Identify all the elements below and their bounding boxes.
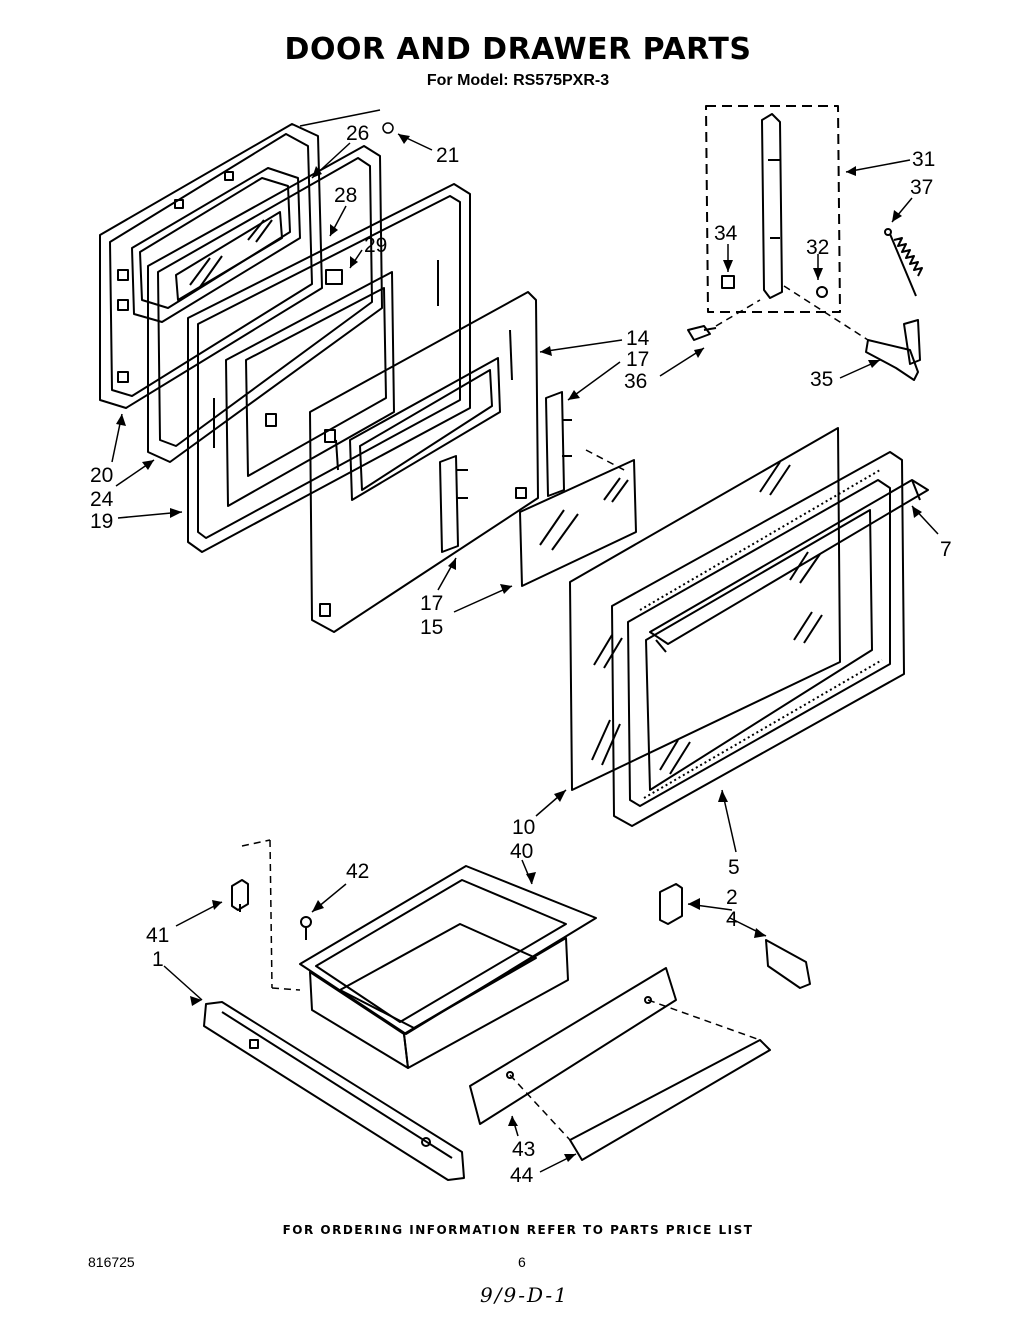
callout-24: 24 — [90, 488, 114, 511]
callout-34: 34 — [714, 222, 738, 245]
callout-arrowheads — [116, 134, 922, 1162]
handwritten-code: 9/9-D-1 — [480, 1283, 569, 1307]
callout-29: 29 — [364, 234, 387, 257]
callout-2: 2 — [726, 886, 738, 909]
small-window-glass-part — [519, 459, 637, 587]
door-handle-part — [649, 479, 929, 653]
drawer-pan-part — [299, 865, 597, 1069]
assembly-guide-lines — [241, 285, 869, 1141]
callout-4: 4 — [726, 908, 738, 931]
document-number: 816725 — [88, 1254, 135, 1270]
hinge-spring-part — [884, 228, 923, 297]
callout-20: 20 — [90, 464, 113, 487]
outer-door-panel-part — [99, 123, 323, 409]
callout-7: 7 — [940, 538, 952, 561]
callout-42: 42 — [346, 860, 369, 883]
callout-14: 14 — [626, 327, 650, 350]
callout-26: 26 — [346, 122, 369, 145]
rail-clip-part — [231, 879, 249, 912]
callout-40: 40 — [510, 840, 533, 863]
hinge-assembly-box — [705, 105, 841, 313]
model-subtitle: For Model: RS575PXR-3 — [426, 72, 610, 89]
callout-43: 43 — [512, 1138, 535, 1161]
drawer-glide-part — [659, 883, 811, 989]
outer-door-frame-part — [611, 451, 905, 827]
washer-part-21 — [382, 122, 394, 134]
door-window-frame-part — [131, 167, 301, 323]
callout-32: 32 — [806, 236, 829, 259]
drawer-handle-part — [569, 1039, 771, 1161]
drawer-front-panel-part — [469, 967, 677, 1125]
callout-17-upper: 17 — [626, 348, 649, 371]
outer-door-glass-part — [569, 427, 841, 791]
callout-15: 15 — [420, 616, 443, 639]
page-title: DOOR AND DRAWER PARTS — [284, 32, 752, 67]
hinge-screw-part — [687, 325, 717, 341]
hinge-receiver-part — [865, 319, 921, 381]
callout-5: 5 — [728, 856, 740, 879]
glass-retainer-bracket-part — [439, 391, 572, 553]
callout-36: 36 — [624, 370, 647, 393]
drawer-stop-part — [300, 916, 312, 940]
callout-35: 35 — [810, 368, 833, 391]
inner-door-liner-part — [187, 183, 471, 553]
callout-44: 44 — [510, 1164, 534, 1187]
callout-41: 41 — [146, 924, 169, 947]
door-inner-panel-part — [309, 291, 539, 633]
callout-21: 21 — [436, 144, 459, 167]
callout-37: 37 — [910, 176, 933, 199]
ordering-note: FOR ORDERING INFORMATION REFER TO PARTS … — [282, 1223, 754, 1237]
drawer-rail-part — [203, 1001, 465, 1181]
callout-10: 10 — [512, 816, 535, 839]
callout-17-lower: 17 — [420, 592, 443, 615]
door-gasket-part — [147, 145, 383, 463]
page-number: 6 — [518, 1254, 526, 1270]
callout-31: 31 — [912, 148, 935, 171]
callout-28: 28 — [334, 184, 357, 207]
callout-19: 19 — [90, 510, 113, 533]
callout-1: 1 — [152, 948, 164, 971]
